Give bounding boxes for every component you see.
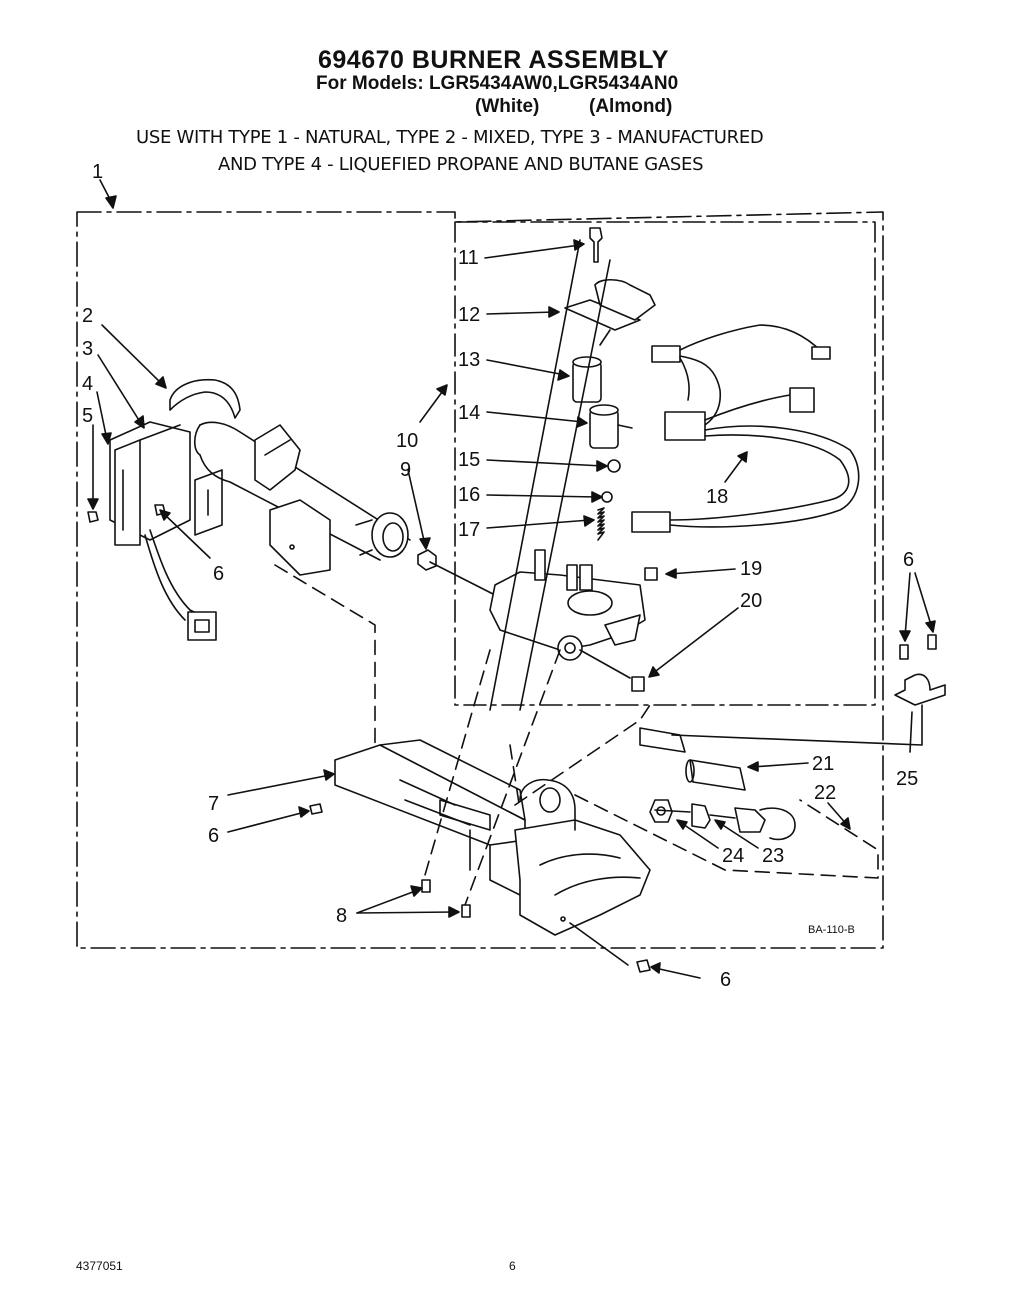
usage-line-2: AND TYPE 4 - LIQUEFIED PROPANE AND BUTAN… bbox=[218, 154, 704, 175]
callout-13: 13 bbox=[458, 349, 480, 371]
solid-connection-lines bbox=[489, 239, 923, 819]
callout-6-bracket: 6 bbox=[208, 825, 219, 847]
callout-16: 16 bbox=[458, 484, 480, 506]
valve-coil-stack bbox=[564, 227, 656, 541]
callout-10: 10 bbox=[396, 430, 418, 452]
color-almond-label: (Almond) bbox=[589, 96, 673, 117]
dashed-connection-lines bbox=[274, 564, 879, 906]
callout-12: 12 bbox=[458, 304, 480, 326]
color-white-label: (White) bbox=[475, 96, 540, 117]
callout-20: 20 bbox=[740, 590, 762, 612]
callout-14: 14 bbox=[458, 402, 480, 424]
callout-18: 18 bbox=[706, 486, 728, 508]
models-line: For Models: LGR5434AW0,LGR5434AN0 bbox=[316, 73, 679, 94]
doc-number: 4377051 bbox=[76, 1259, 123, 1273]
gas-valve-body bbox=[489, 549, 658, 692]
callout-2: 2 bbox=[82, 305, 93, 327]
callout-11: 11 bbox=[458, 247, 479, 269]
manifold-pipe bbox=[639, 727, 746, 791]
callout-9: 9 bbox=[400, 459, 411, 481]
callout-6-right: 6 bbox=[903, 549, 914, 571]
pipe-clamp-part-25 bbox=[894, 634, 946, 706]
page-title: 694670 BURNER ASSEMBLY bbox=[318, 46, 669, 74]
callout-15: 15 bbox=[458, 449, 480, 471]
callout-labels: 1 2 3 4 5 6 6 6 6 7 8 9 10 11 12 13 14 1… bbox=[82, 161, 918, 991]
burner-tube bbox=[169, 378, 411, 576]
callout-21: 21 bbox=[812, 753, 834, 775]
callout-6-left: 6 bbox=[213, 563, 224, 585]
base-plate bbox=[514, 778, 651, 936]
mounting-bracket bbox=[334, 739, 526, 896]
leader-arrows bbox=[87, 179, 936, 979]
page-number: 6 bbox=[509, 1259, 516, 1273]
callout-25: 25 bbox=[896, 768, 918, 790]
callout-8: 8 bbox=[336, 905, 347, 927]
drawing-code: BA-110-B bbox=[808, 924, 855, 936]
valve-boundary bbox=[454, 221, 876, 706]
fitting-parts-22-24 bbox=[649, 799, 796, 841]
callout-5: 5 bbox=[82, 405, 93, 427]
callout-24: 24 bbox=[722, 845, 744, 867]
callout-1: 1 bbox=[92, 161, 103, 183]
callout-6-bottom: 6 bbox=[720, 969, 731, 991]
usage-line-1: USE WITH TYPE 1 - NATURAL, TYPE 2 - MIXE… bbox=[136, 127, 764, 148]
assembly-boundary bbox=[76, 211, 884, 949]
callout-3: 3 bbox=[82, 338, 93, 360]
callout-22: 22 bbox=[814, 782, 836, 804]
callout-17: 17 bbox=[458, 519, 480, 541]
callout-19: 19 bbox=[740, 558, 762, 580]
burner-bracket bbox=[109, 421, 223, 641]
callout-23: 23 bbox=[762, 845, 784, 867]
callout-7: 7 bbox=[208, 793, 219, 815]
orifice-part-9 bbox=[417, 549, 496, 596]
callout-4: 4 bbox=[82, 373, 93, 395]
wire-harness bbox=[631, 324, 860, 533]
